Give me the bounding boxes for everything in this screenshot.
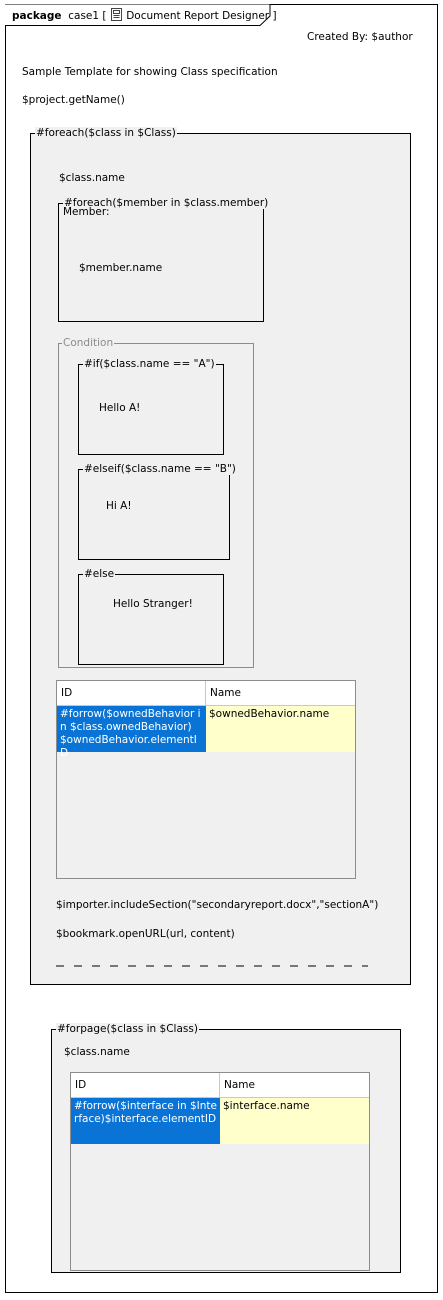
- table-cell-name[interactable]: $interface.name: [220, 1098, 369, 1144]
- class-name-text[interactable]: $class.name: [59, 172, 125, 184]
- condition-label: Condition: [62, 337, 115, 349]
- table-cell-id[interactable]: #forrow($interface in $Interface)$interf…: [71, 1098, 220, 1144]
- forpage-label: #forpage($class in $Class): [56, 1023, 199, 1035]
- diagram-title-tab: package case1 [ Document Report Designer…: [5, 4, 277, 26]
- project-name-text[interactable]: $project.getName(): [22, 94, 125, 106]
- foreach-class-label: #foreach($class in $Class): [35, 127, 177, 139]
- owned-behavior-table[interactable]: ID Name #forrow($ownedBehavior in $class…: [56, 680, 356, 879]
- title-tab-outline: [5, 4, 271, 26]
- if-label: #if($class.name == "A"): [83, 358, 216, 370]
- package-keyword: package: [12, 10, 62, 22]
- package-name: case1: [68, 10, 100, 22]
- elseif-region[interactable]: [78, 469, 230, 560]
- importer-text[interactable]: $importer.includeSection("secondaryrepor…: [56, 899, 379, 911]
- title-tab-text: package case1 [ Document Report Designer…: [12, 8, 277, 22]
- document-icon: [110, 8, 123, 21]
- else-label: #else: [83, 568, 116, 580]
- description-text[interactable]: Sample Template for showing Class specif…: [22, 66, 278, 78]
- condition-region[interactable]: [58, 343, 254, 668]
- table-cell-name[interactable]: $ownedBehavior.name: [206, 706, 355, 752]
- table-header-id[interactable]: ID: [71, 1073, 220, 1097]
- if-text[interactable]: Hello A!: [99, 402, 141, 414]
- else-text[interactable]: Hello Stranger!: [113, 598, 193, 610]
- table-header-row: ID Name: [71, 1073, 369, 1098]
- foreach-member-label: #foreach($member in $class.member): [63, 197, 270, 209]
- page-break-line: [56, 965, 368, 967]
- interface-table[interactable]: ID Name #forrow($interface in $Interface…: [70, 1072, 370, 1271]
- table-header-id[interactable]: ID: [57, 681, 206, 705]
- else-region[interactable]: [78, 574, 224, 665]
- table-header-name[interactable]: Name: [224, 1079, 255, 1091]
- table-cell-id[interactable]: #forrow($ownedBehavior in $class.ownedBe…: [57, 706, 206, 759]
- elseif-label: #elseif($class.name == "B"): [83, 463, 237, 475]
- bracket-open: [: [102, 10, 107, 22]
- member-label-text[interactable]: Member:: [63, 206, 110, 218]
- elseif-text[interactable]: Hi A!: [106, 500, 132, 512]
- member-name-text[interactable]: $member.name: [79, 262, 163, 274]
- table-header-name[interactable]: Name: [210, 687, 241, 699]
- forpage-class-name-text[interactable]: $class.name: [64, 1046, 130, 1058]
- bracket-close: ]: [272, 10, 277, 22]
- created-by-text[interactable]: Created By: $author: [307, 31, 413, 43]
- table-header-row: ID Name: [57, 681, 355, 706]
- bookmark-text[interactable]: $bookmark.openURL(url, content): [56, 928, 235, 940]
- diagram-type-label: Document Report Designer: [126, 10, 270, 22]
